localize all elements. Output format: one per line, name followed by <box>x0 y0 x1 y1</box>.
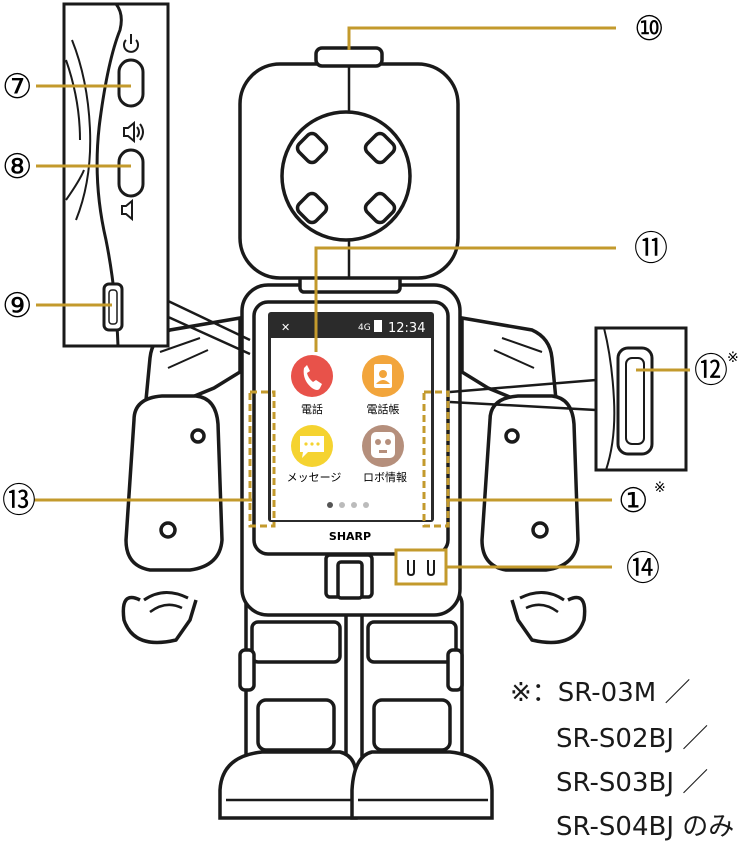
model-note-line-4: SR-S04BJ のみ <box>556 812 735 842</box>
volume-button[interactable] <box>117 148 145 198</box>
usb-port <box>102 282 124 332</box>
robot-legs <box>218 588 494 820</box>
missed-call-icon: ✕ <box>281 321 290 334</box>
charging-terminal <box>394 548 448 586</box>
volume-down-icon <box>121 198 133 222</box>
status-time: 12:34 <box>388 321 425 336</box>
brand-logo: SHARP <box>329 530 371 543</box>
model-note-line-1: ※：SR-03M ／ <box>510 678 691 708</box>
sim-slot <box>616 346 654 456</box>
page-indicator <box>327 502 369 508</box>
callout-11: ⑪ <box>634 229 668 269</box>
speaker-areas <box>248 390 450 528</box>
callout-14: ⑭ <box>626 549 660 589</box>
app-robot-info-label: ロボ情報 <box>363 471 407 484</box>
side-panel-inset <box>62 2 251 356</box>
phone-icon <box>303 365 322 390</box>
message-icon <box>300 436 324 458</box>
power-button[interactable] <box>117 58 145 108</box>
model-note-line-2: SR-S02BJ ／ <box>556 724 709 754</box>
phone-screen: ✕ 4G 12:34 電話 電話帳 メッセージ ロボ情報 SHARP <box>252 300 450 556</box>
app-phone-button[interactable] <box>291 355 333 397</box>
callout-labels: ⑩ ⑦ ⑧ ⑨ ⑪ ⑫ ※ ⑬ ① ※ ⑭ <box>2 9 739 589</box>
callout-12-asterisk: ※ <box>727 350 739 366</box>
callout-1: ① <box>618 481 648 521</box>
callout-1-asterisk: ※ <box>654 480 666 496</box>
volume-up-icon <box>123 120 144 144</box>
app-message-label: メッセージ <box>287 471 342 484</box>
app-phone-label: 電話 <box>301 402 323 416</box>
right-arm <box>460 315 587 645</box>
callout-12: ⑫ <box>694 351 728 391</box>
model-note-line-3: SR-S03BJ ／ <box>556 768 709 798</box>
leader-lines <box>34 26 690 569</box>
callout-8: ⑧ <box>2 147 32 187</box>
callout-13: ⑬ <box>2 481 36 521</box>
signal-text: 4G <box>358 323 371 333</box>
callout-9: ⑨ <box>2 286 32 326</box>
callout-7: ⑦ <box>2 67 32 107</box>
right-inset <box>449 326 688 472</box>
power-icon <box>123 34 139 53</box>
callout-10: ⑩ <box>634 9 664 49</box>
robot-face-icon <box>371 432 395 458</box>
left-arm <box>121 315 242 645</box>
robot-head <box>238 46 460 294</box>
app-contacts-label: 電話帳 <box>367 402 400 416</box>
battery-icon <box>374 320 382 332</box>
